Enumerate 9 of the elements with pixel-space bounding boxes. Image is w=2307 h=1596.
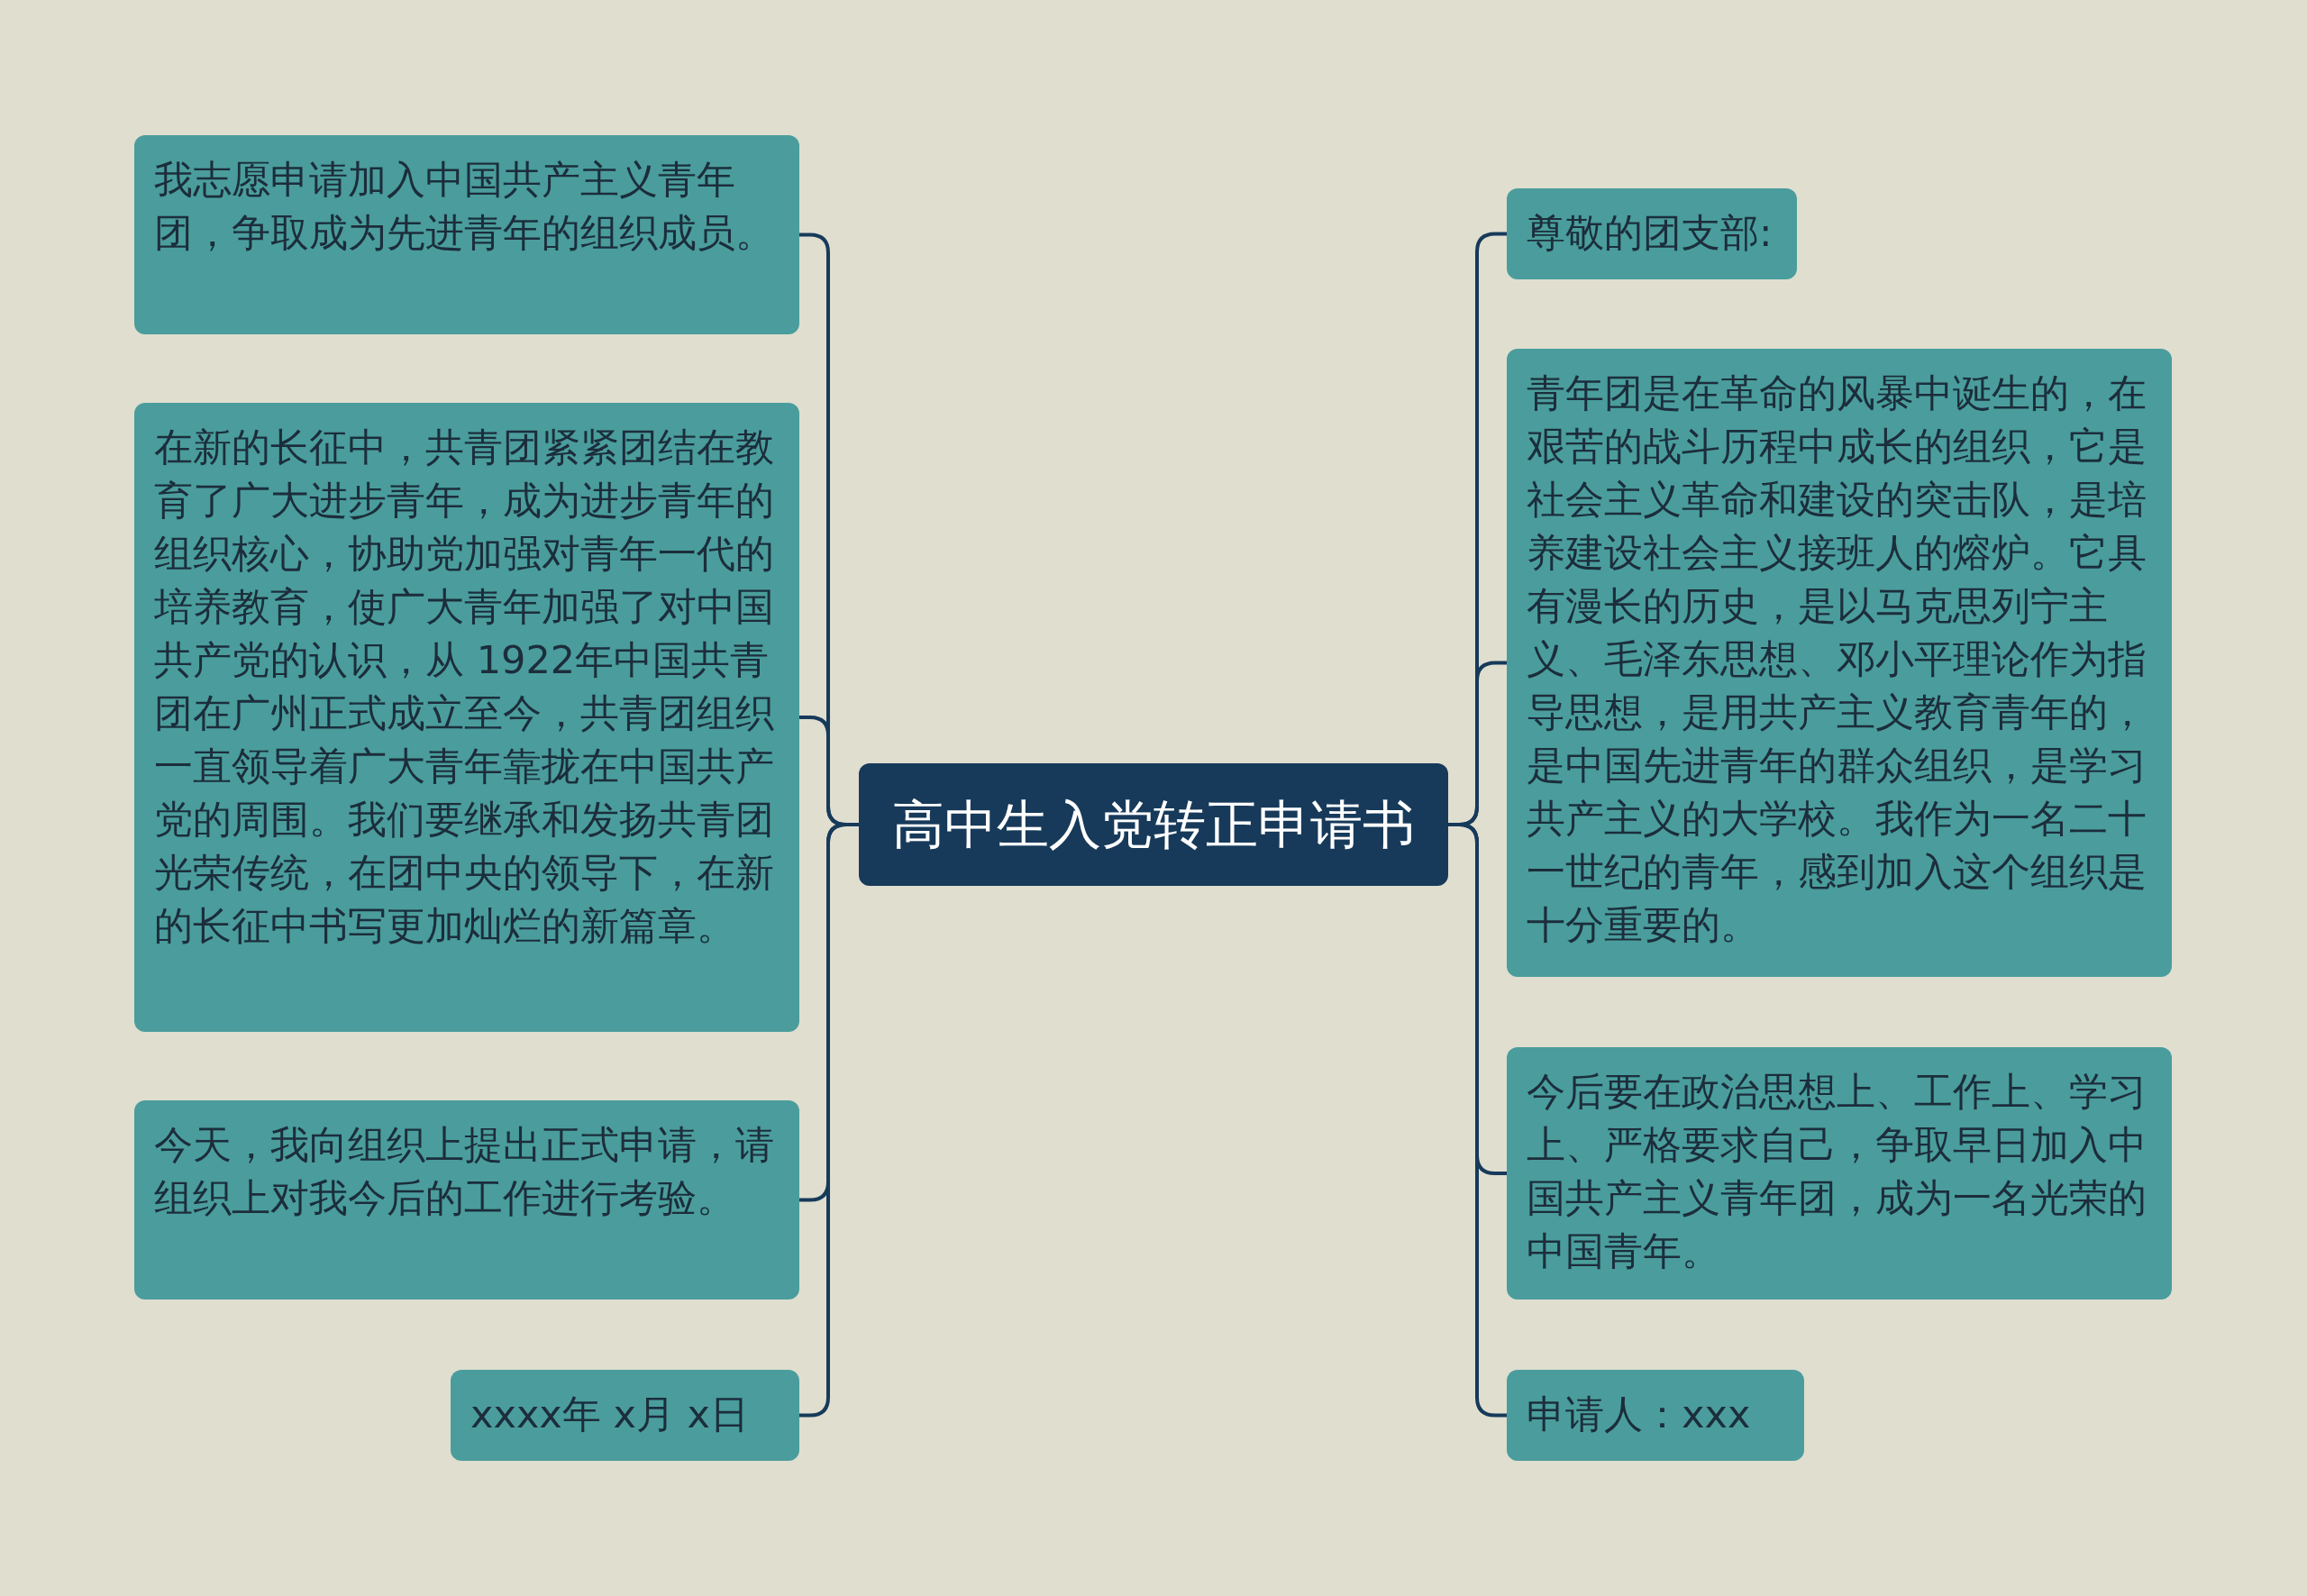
topic-box: xxxx年 x月 x日 bbox=[451, 1370, 799, 1461]
topic-box: 青年团是在革命的风暴中诞生的，在艰苦的战斗历程中成长的组织，它是社会主义革命和建设的突击队，是培养建设社会主义接班人的熔炉。它具有漫长的历史，是以马克思列宁主义、毛泽东思想、邓小平理论作为指导思想，是用共产主义教育青年的，是中国先进青年的群众组织，是学习共产主义的大学校。我作为一名二十一世纪的青年，感到加入这个组织是十分重要的。 bbox=[1507, 349, 2172, 977]
topic-box: 今天，我向组织上提出正式申请，请组织上对我今后的工作进行考验。 bbox=[134, 1100, 799, 1300]
topic-box: 在新的长征中，共青团紧紧团结在教育了广大进步青年，成为进步青年的组织核心，协助党加强对青年一代的培养教育，使广大青年加强了对中国共产党的认识，从 1922年中国共青团在广州正式成立至今，共青团组织一直领导着广大青年靠拢在中国共产党的周围。我们要继承和发扬共青团光荣传统，在团中央的领导下，在新的长征中书写更加灿烂的新篇章。 bbox=[134, 403, 799, 1032]
central-topic-box: 高中生入党转正申请书 bbox=[859, 763, 1448, 886]
topic-box: 我志愿申请加入中国共产主义青年团，争取成为先进青年的组织成员。 bbox=[134, 135, 799, 334]
topic-box: 尊敬的团支部: bbox=[1507, 188, 1797, 279]
topic-box: 申请人：xxx bbox=[1507, 1370, 1804, 1461]
topic-box: 今后要在政治思想上、工作上、学习上、严格要求自己，争取早日加入中国共产主义青年团，成为一名光荣的中国青年。 bbox=[1507, 1047, 2172, 1300]
